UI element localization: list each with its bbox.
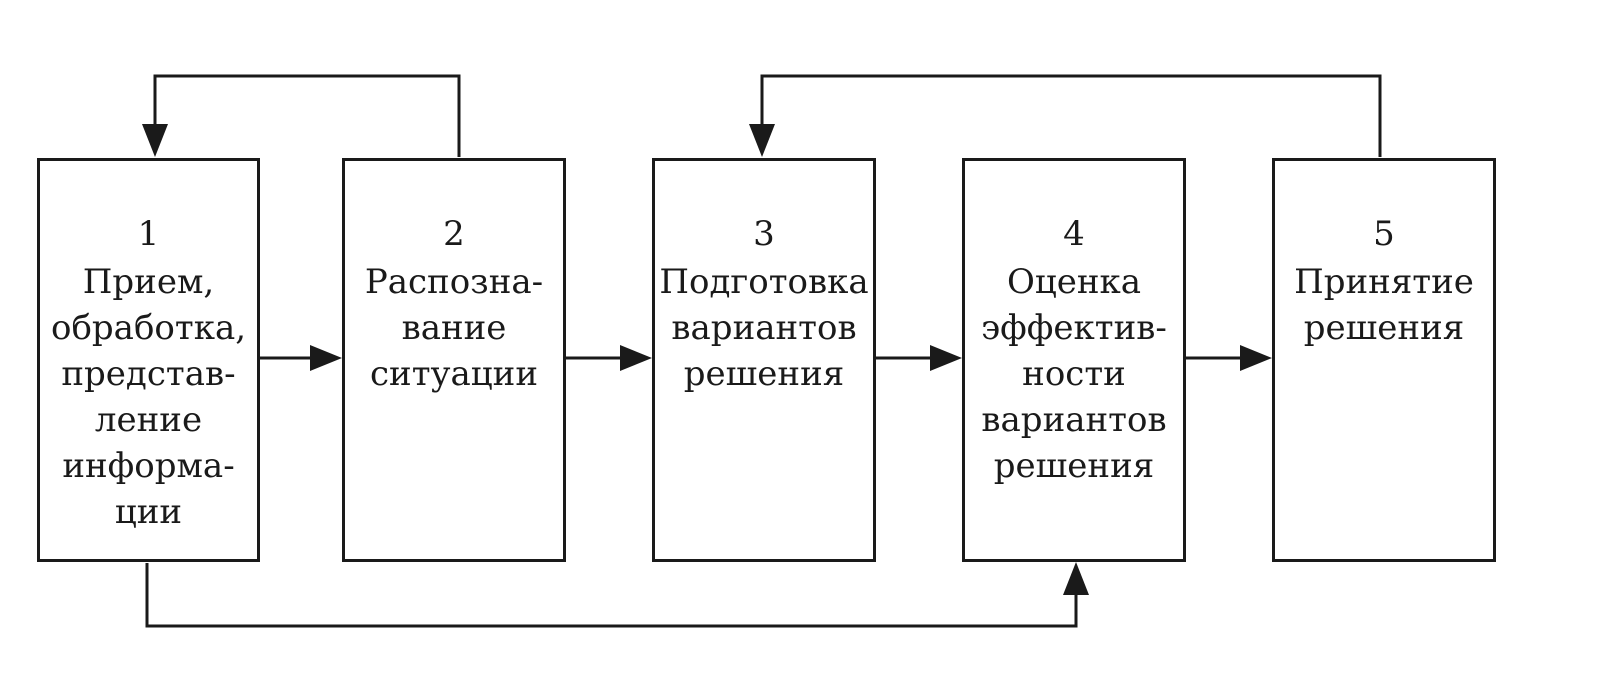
block-4-label-line: вариантов [981, 400, 1167, 440]
block-4-label-line: Оценка [1006, 262, 1142, 302]
block-2-label-line: Распозна- [364, 262, 544, 302]
block-3-number: 3 [753, 214, 775, 254]
arrowhead-4-to-5 [1240, 345, 1272, 371]
block-4: 4 Оценка эффектив- ности вариантов решен… [962, 158, 1186, 562]
block-1-label-line: информа- [62, 446, 235, 486]
arrowhead-3-to-4 [930, 345, 962, 371]
block-5: 5 Принятие решения [1272, 158, 1496, 562]
block-4-label-line: эффектив- [981, 308, 1167, 348]
block-1-number: 1 [137, 214, 160, 254]
block-4-label: Оценка эффектив- ности вариантов решения [965, 259, 1183, 489]
block-3: 3 Подготовка вариантов решения [652, 158, 876, 562]
block-2: 2 Распозна- вание ситуации [342, 158, 566, 562]
block-1-label-line: Прием, [82, 262, 215, 302]
block-2-label-line: ситуации [370, 354, 538, 394]
block-2-label-line: вание [401, 308, 507, 348]
block-1: 1 Прием, обработка, представ- ление инфо… [37, 158, 260, 562]
block-3-label-line: вариантов [671, 308, 857, 348]
block-4-label-line: ности [1022, 354, 1126, 394]
block-1-label: Прием, обработка, представ- ление информ… [40, 259, 257, 535]
arrowhead-feedback-2-to-1 [142, 124, 168, 157]
block-1-label-line: представ- [61, 354, 236, 394]
block-1-label-line: ции [114, 492, 183, 532]
block-3-label: Подготовка вариантов решения [655, 259, 873, 397]
arrowhead-feedforward-1-to-4 [1063, 562, 1089, 595]
block-2-number: 2 [443, 214, 465, 254]
feedback-5-to-3 [760, 74, 1382, 157]
arrowhead-2-to-3 [620, 345, 652, 371]
feedforward-1-to-4 [145, 563, 1078, 628]
arrowhead-1-to-2 [310, 345, 342, 371]
block-5-label-line: решения [1303, 308, 1465, 348]
block-4-label-line: решения [993, 446, 1155, 486]
feedback-2-to-1 [153, 74, 461, 157]
block-3-label-line: Подготовка [659, 262, 869, 302]
block-5-label: Принятие решения [1275, 259, 1493, 351]
block-1-label-line: ление [94, 400, 203, 440]
block-4-number: 4 [1063, 214, 1085, 254]
arrowhead-feedback-5-to-3 [749, 124, 775, 157]
block-1-label-line: обработка, [50, 308, 247, 348]
block-5-label-line: Принятие [1294, 262, 1474, 302]
block-5-number: 5 [1373, 214, 1395, 254]
block-3-label-line: решения [683, 354, 845, 394]
block-2-label: Распозна- вание ситуации [345, 259, 563, 397]
